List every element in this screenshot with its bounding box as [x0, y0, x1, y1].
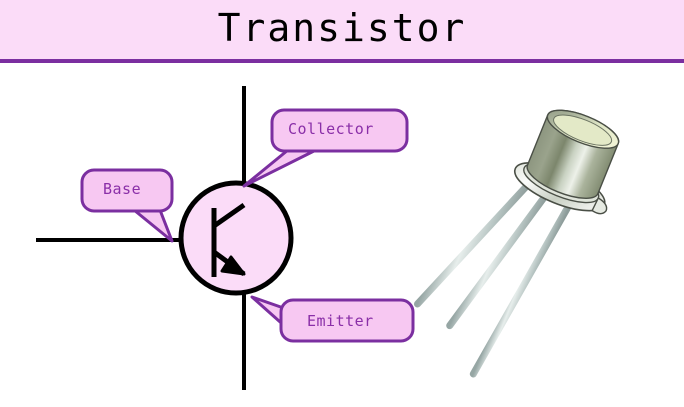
- transistor-can-body: [526, 109, 620, 199]
- lead-3: [469, 198, 575, 378]
- callout-base-label: Base: [103, 180, 142, 198]
- callout-collector-label: Collector: [288, 120, 374, 138]
- header-bar: [0, 0, 684, 59]
- callout-base-tail: [132, 208, 174, 243]
- collector-lead: [212, 202, 246, 229]
- callout-base-box: [80, 168, 174, 213]
- can-top-inner-ellipse: [553, 114, 613, 146]
- transistor-photo: [413, 109, 620, 378]
- callout-collector-tail: [242, 148, 318, 188]
- page-title: Transistor: [217, 6, 467, 50]
- callout-emitter-label: Emitter: [307, 312, 374, 330]
- emitter-arrowhead: [220, 255, 246, 276]
- callout-base[interactable]: [80, 168, 174, 243]
- lead-1: [413, 176, 536, 308]
- npn-transistor-symbol: [178, 180, 294, 296]
- callout-emitter-box: [279, 298, 415, 343]
- callout-collector[interactable]: [242, 108, 409, 188]
- header-divider: [0, 59, 684, 63]
- callout-emitter[interactable]: [250, 295, 415, 343]
- lead-2: [446, 185, 554, 330]
- callout-collector-box: [270, 108, 409, 153]
- transistor-leads: [413, 176, 575, 378]
- flange-tab: [591, 197, 608, 215]
- transistor-envelope-circle: [178, 180, 294, 296]
